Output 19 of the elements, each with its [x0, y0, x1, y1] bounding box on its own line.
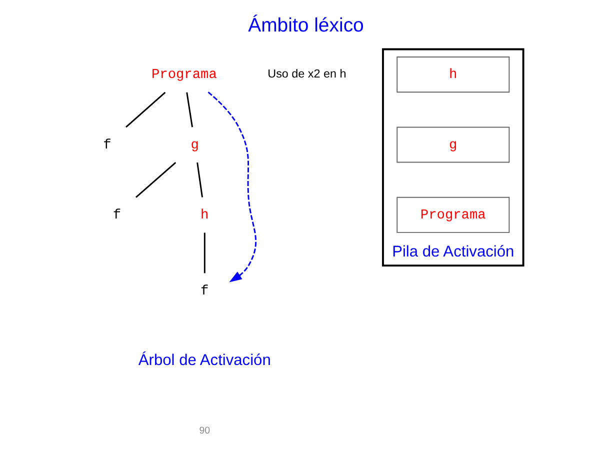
node-text: f	[200, 284, 208, 300]
node-text: h	[200, 208, 208, 224]
node-text: Programa	[150, 68, 216, 84]
connector	[196, 162, 202, 198]
connector	[186, 92, 193, 128]
diagram-title: Ámbito léxico	[248, 14, 364, 37]
connector	[135, 162, 176, 198]
label: Árbol de Activación	[138, 352, 270, 369]
arrow	[207, 92, 256, 282]
node-text: f	[102, 138, 111, 154]
node-box: h	[396, 56, 510, 93]
node-box: Programa	[396, 196, 510, 233]
connector	[203, 232, 205, 274]
node-box: g	[396, 126, 510, 163]
node-text: f	[112, 208, 121, 224]
label: Uso de x2 en h	[267, 68, 346, 81]
label: 90	[198, 426, 210, 437]
node-text: g	[190, 138, 199, 154]
connector	[125, 92, 166, 128]
